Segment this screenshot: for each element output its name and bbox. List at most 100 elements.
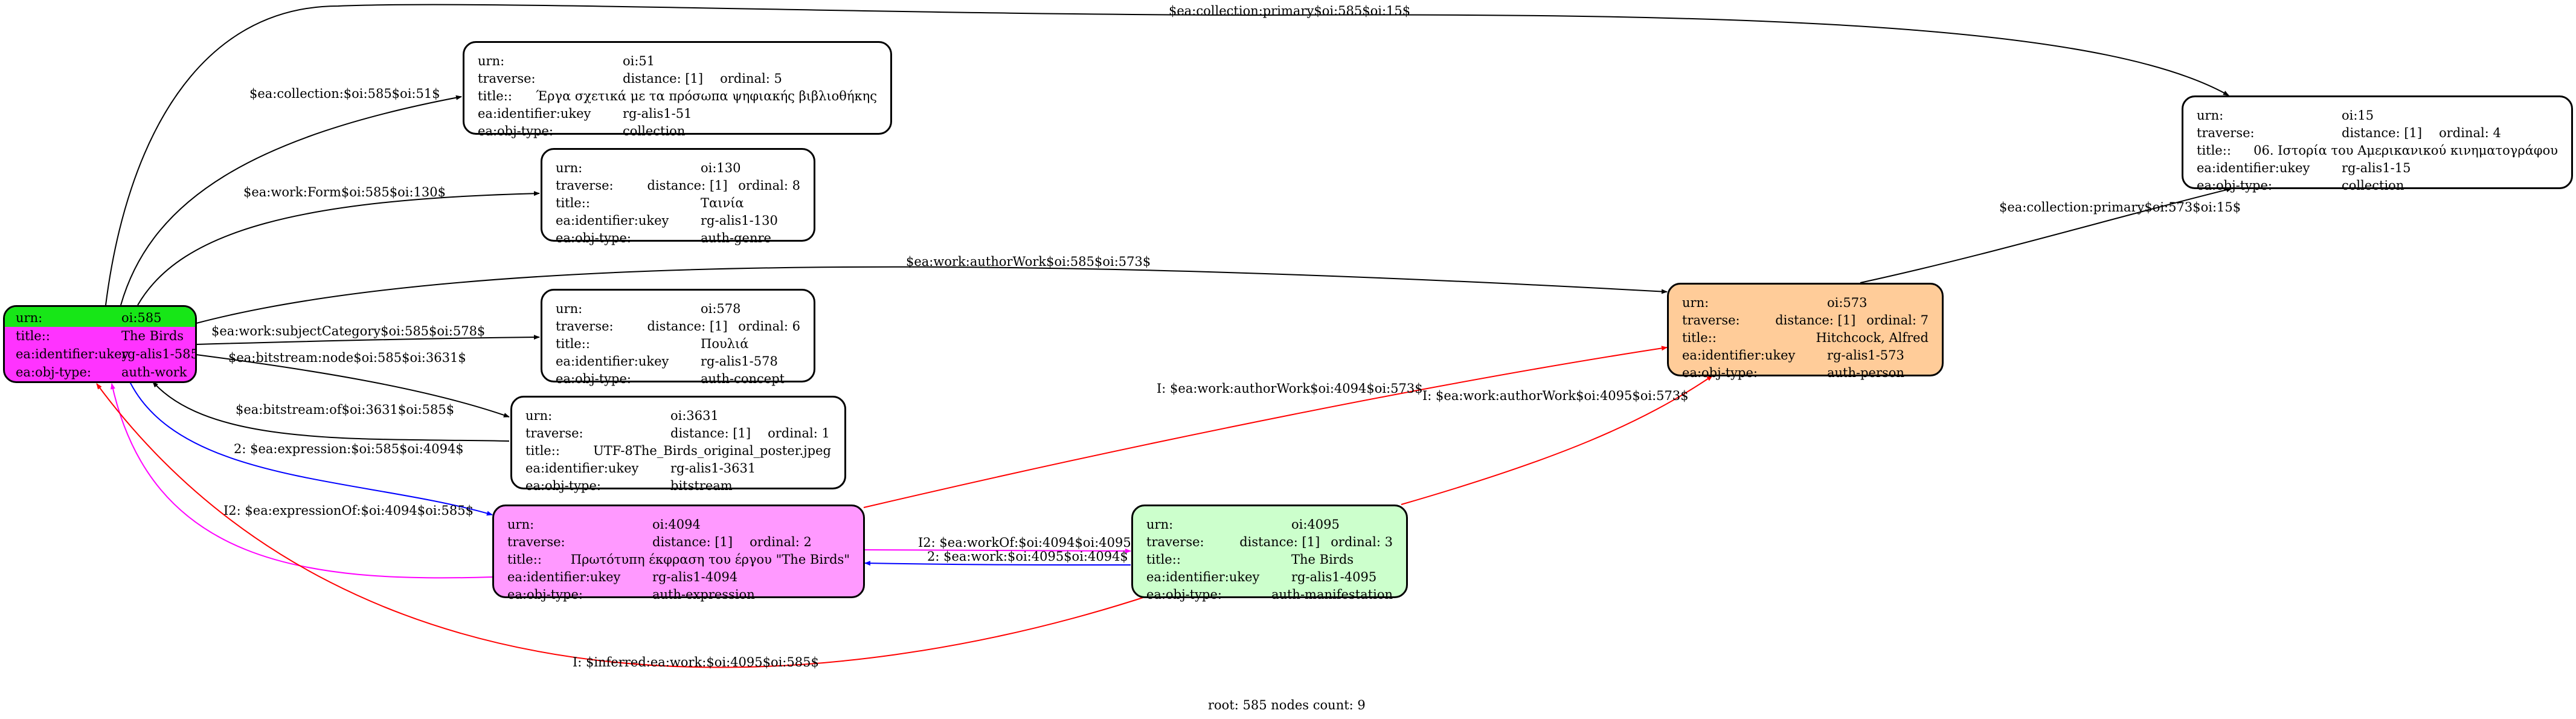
node-objtype: auth-person bbox=[1827, 366, 1904, 380]
node-urn-row: urn: oi:4095 bbox=[1146, 516, 1393, 534]
field-label: ea:identifier:ukey bbox=[1146, 570, 1260, 584]
node-title: 06. Ιστορία του Αμερικανικού κινηματογρά… bbox=[2253, 143, 2558, 158]
node-title-row: title::06. Ιστορία του Αμερικανικού κινη… bbox=[2197, 142, 2558, 160]
node-oi-578[interactable]: urn:oi:578 traverse:distance: [1]ordinal… bbox=[541, 289, 815, 386]
node-urn: oi:4095 bbox=[1291, 517, 1340, 532]
node-objtype: auth-work bbox=[121, 365, 187, 379]
node-ordinal: ordinal: 6 bbox=[738, 319, 800, 334]
field-label: ea:identifier:ukey bbox=[556, 213, 669, 228]
node-urn: oi:3631 bbox=[670, 408, 719, 423]
edge-label-e9: I2: $ea:expressionOf:$oi:4094$oi:585$ bbox=[223, 503, 474, 518]
node-objtype: auth-manifestation bbox=[1271, 587, 1393, 602]
node-urn: oi:15 bbox=[2342, 108, 2374, 123]
field-label: traverse: bbox=[478, 71, 536, 86]
node-title-row: title:: The Birds bbox=[5, 327, 195, 345]
field-label: title:: bbox=[1682, 330, 1717, 345]
node-title-row: title::Έργα σχετικά με τα πρόσωπα ψηφιακ… bbox=[478, 88, 877, 105]
field-label: ea:identifier:ukey bbox=[1682, 348, 1796, 363]
field-label: title:: bbox=[556, 337, 590, 351]
field-label: ea:identifier:ukey bbox=[2197, 161, 2310, 175]
node-ukey: rg-alis1-3631 bbox=[670, 461, 756, 476]
node-urn-row: urn:oi:51 bbox=[478, 53, 877, 70]
node-urn-row: urn:oi:3631 bbox=[525, 407, 831, 425]
node-ordinal: ordinal: 3 bbox=[1331, 535, 1393, 549]
node-ukey: rg-alis1-15 bbox=[2342, 161, 2411, 175]
node-urn-row: urn:oi:573 bbox=[1682, 294, 1929, 312]
node-title-row: title::Πουλιά bbox=[556, 335, 800, 353]
node-title-row: title::Πρωτότυπη έκφραση του έργου "The … bbox=[507, 551, 850, 569]
field-label: urn: bbox=[1146, 517, 1174, 532]
node-urn: oi:578 bbox=[701, 301, 741, 316]
node-title: Ταινία bbox=[701, 196, 744, 210]
node-oi-130[interactable]: urn:oi:130 traverse:distance: [1]ordinal… bbox=[541, 148, 815, 245]
edge-bitstream-of-3631-585 bbox=[152, 381, 510, 442]
edge-work-4095-4094 bbox=[864, 561, 1131, 566]
edge-label-e12: I: $ea:work:authorWork$oi:4094$oi:573$ bbox=[1157, 381, 1423, 396]
field-label: traverse: bbox=[556, 178, 614, 193]
node-objtype: auth-expression bbox=[652, 587, 755, 602]
node-distance: distance: [1] bbox=[647, 178, 728, 193]
node-ordinal: ordinal: 4 bbox=[2439, 126, 2501, 140]
node-objtype-row: ea:obj-type: auth-work bbox=[5, 363, 195, 381]
field-label: urn: bbox=[556, 161, 583, 175]
field-label: ea:obj-type: bbox=[525, 479, 601, 493]
node-urn: oi:585 bbox=[121, 311, 162, 325]
edge-label-e4: $ea:work:authorWork$oi:585$oi:573$ bbox=[906, 254, 1151, 269]
edge-workof-4094-4095 bbox=[863, 548, 1131, 553]
node-ukey-row: ea:identifier:ukey rg-alis1-585 bbox=[5, 345, 195, 363]
edge-label-e3: $ea:work:Form$oi:585$oi:130$ bbox=[243, 185, 446, 199]
field-label: ea:obj-type: bbox=[556, 372, 631, 386]
field-label: traverse: bbox=[1682, 313, 1740, 327]
node-oi-4095[interactable]: urn:oi:4095 traverse:distance: [1]ordina… bbox=[1131, 505, 1408, 602]
node-urn: oi:573 bbox=[1827, 295, 1868, 310]
field-label: traverse: bbox=[1146, 535, 1204, 549]
node-oi-3631[interactable]: urn:oi:3631 traverse:distance: [1]ordina… bbox=[510, 396, 846, 493]
edge-form-585-130 bbox=[137, 191, 540, 306]
node-ukey: rg-alis1-51 bbox=[623, 106, 692, 121]
node-urn: oi:130 bbox=[701, 161, 741, 175]
edge-label-e13: I: $ea:work:authorWork$oi:4095$oi:573$ bbox=[1422, 389, 1689, 403]
node-objtype-row: ea:obj-type:auth-expression bbox=[507, 586, 850, 604]
edge-expressionof-4094-585 bbox=[111, 383, 493, 579]
edge-label-e10: I2: $ea:workOf:$oi:4094$oi:4095$ bbox=[918, 535, 1139, 550]
node-oi-573[interactable]: urn:oi:573 traverse:distance: [1]ordinal… bbox=[1667, 283, 1944, 380]
node-title: The Birds bbox=[121, 329, 184, 343]
node-objtype: collection bbox=[623, 124, 686, 138]
node-urn-row: urn:oi:4094 bbox=[507, 516, 850, 534]
node-oi-585[interactable]: urn: oi:585 title:: The Birds ea:identif… bbox=[3, 305, 197, 383]
field-label: ea:obj-type: bbox=[556, 231, 631, 245]
node-urn-row: urn: oi:585 bbox=[5, 307, 195, 327]
node-traverse-row: traverse:distance: [1]ordinal: 1 bbox=[525, 425, 831, 442]
node-oi-4094[interactable]: urn:oi:4094 traverse:distance: [1]ordina… bbox=[492, 505, 865, 602]
edge-authorwork-585-573 bbox=[196, 266, 1668, 324]
node-traverse-row: traverse:distance: [1]ordinal: 4 bbox=[2197, 124, 2558, 142]
field-label: ea:identifier:ukey bbox=[556, 354, 669, 369]
node-oi-15[interactable]: urn:oi:15 traverse:distance: [1]ordinal:… bbox=[2182, 95, 2573, 193]
field-label: ea:obj-type: bbox=[1146, 587, 1222, 602]
edge-inferred-work-4095-585 bbox=[96, 383, 1151, 668]
node-urn-row: urn: oi:130 bbox=[556, 160, 800, 177]
node-objtype-row: ea:obj-type:auth-genre bbox=[556, 230, 800, 247]
edge-label-e6: $ea:bitstream:node$oi:585$oi:3631$ bbox=[228, 350, 466, 365]
node-ordinal: ordinal: 2 bbox=[750, 535, 812, 549]
node-traverse-row: traverse:distance: [1]ordinal: 2 bbox=[507, 534, 850, 551]
node-oi-51[interactable]: urn:oi:51 traverse:distance: [1]ordinal:… bbox=[463, 41, 892, 138]
node-objtype: auth-concept bbox=[701, 372, 785, 386]
node-ukey: rg-alis1-578 bbox=[701, 354, 778, 369]
node-ordinal: ordinal: 5 bbox=[720, 71, 782, 86]
edge-label-e5: $ea:work:subjectCategory$oi:585$oi:578$ bbox=[211, 324, 485, 338]
node-ordinal: ordinal: 1 bbox=[768, 426, 830, 440]
edge-label-e15: $ea:collection:primary$oi:573$oi:15$ bbox=[1999, 200, 2241, 214]
node-objtype-row: ea:obj-type:collection bbox=[2197, 177, 2558, 195]
field-label: urn: bbox=[16, 311, 43, 325]
field-label: urn: bbox=[507, 517, 535, 532]
field-label: traverse: bbox=[507, 535, 565, 549]
node-urn-row: urn:oi:15 bbox=[2197, 107, 2558, 124]
field-label: ea:obj-type: bbox=[16, 365, 91, 379]
